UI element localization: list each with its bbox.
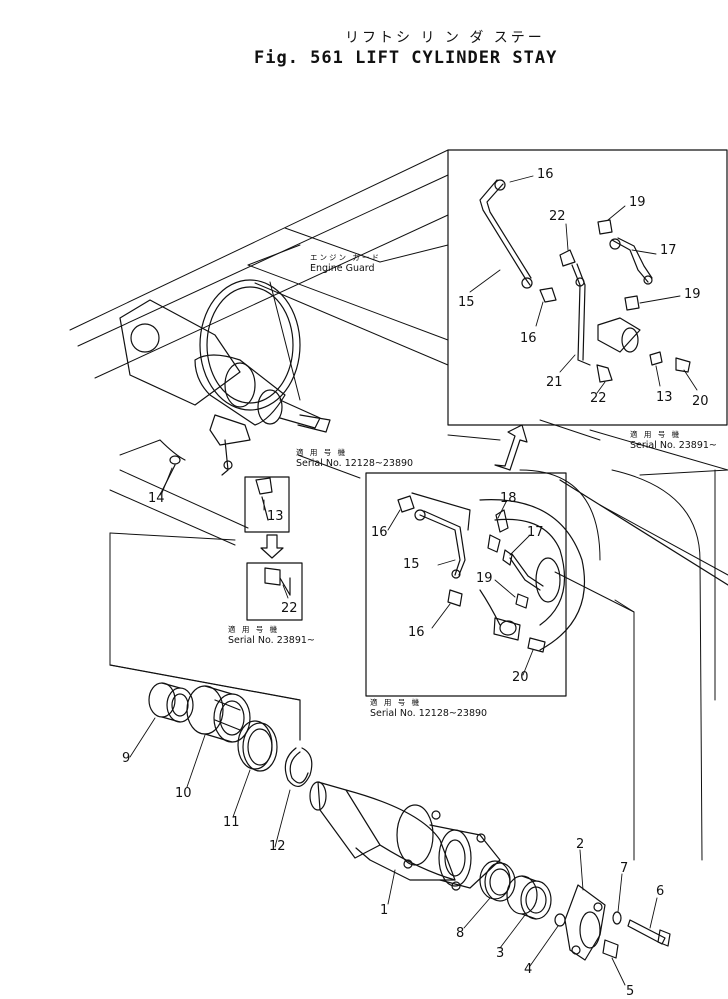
callout-20: 20 [512,670,529,685]
callout-16: 16 [537,167,554,182]
middle-detail-parts [397,492,586,653]
serial-middle: Serial No. 12128~23890 [370,708,488,719]
callout-16: 16 [408,625,425,640]
detail-box-13-22 [244,476,303,621]
serial-lower-left: Serial No. 23891~ [228,635,315,646]
frame-lines [69,149,728,861]
applicable-label-lower-left: 適 用 号 機 [228,625,280,634]
callout-9: 9 [122,751,131,766]
title-english: Fig. 561 LIFT CYLINDER STAY [254,48,558,68]
callout-20: 20 [692,394,709,409]
callout-17: 17 [527,525,544,540]
callout-17: 17 [660,243,677,258]
lower-parts-outline [109,479,728,741]
serial-upper-right: Serial No. 23891~ [630,440,717,451]
callout-4: 4 [524,962,533,977]
detail-box-upper-right [447,149,728,426]
callout-7: 7 [620,861,629,876]
callout-22: 22 [549,209,566,224]
engine-guard-label: Engine Guard [310,263,375,274]
applicable-label-middle: 適 用 号 機 [370,698,422,707]
serial-upper-left: Serial No. 12128~23890 [296,458,414,469]
callout-22: 22 [281,601,298,616]
callout-19: 19 [629,195,646,210]
callout-6: 6 [656,884,665,899]
callout-15: 15 [403,557,420,572]
upper-right-detail-parts [479,179,691,383]
callout-13: 13 [656,390,673,405]
callout-18: 18 [500,491,517,506]
callout-1: 1 [380,903,389,918]
engine-guard-label-jp: エンジン ガード [310,253,381,262]
detail-box-middle [365,472,567,697]
applicable-label-upper-right: 適 用 号 機 [630,430,682,439]
callout-22: 22 [590,391,607,406]
detail-arrow [494,424,528,471]
applicable-label-upper-left: 適 用 号 機 [296,448,348,457]
leader-lines [129,175,698,986]
callout-2: 2 [576,837,585,852]
callout-11: 11 [223,815,240,830]
callout-14: 14 [148,491,165,506]
callout-16: 16 [371,525,388,540]
upper-cylinder-assembly [119,279,331,496]
callout-21: 21 [546,375,563,390]
title-japanese: リフトシ リ ン ダ ステー [345,30,545,46]
callout-3: 3 [496,946,505,961]
callout-16: 16 [520,331,537,346]
callout-5: 5 [626,984,635,999]
callout-8: 8 [456,926,465,941]
callout-12: 12 [269,839,286,854]
callout-10: 10 [175,786,192,801]
lower-exploded-parts [148,682,671,961]
callout-19: 19 [476,571,493,586]
callout-19: 19 [684,287,701,302]
callout-13: 13 [267,509,284,524]
callout-15: 15 [458,295,475,310]
